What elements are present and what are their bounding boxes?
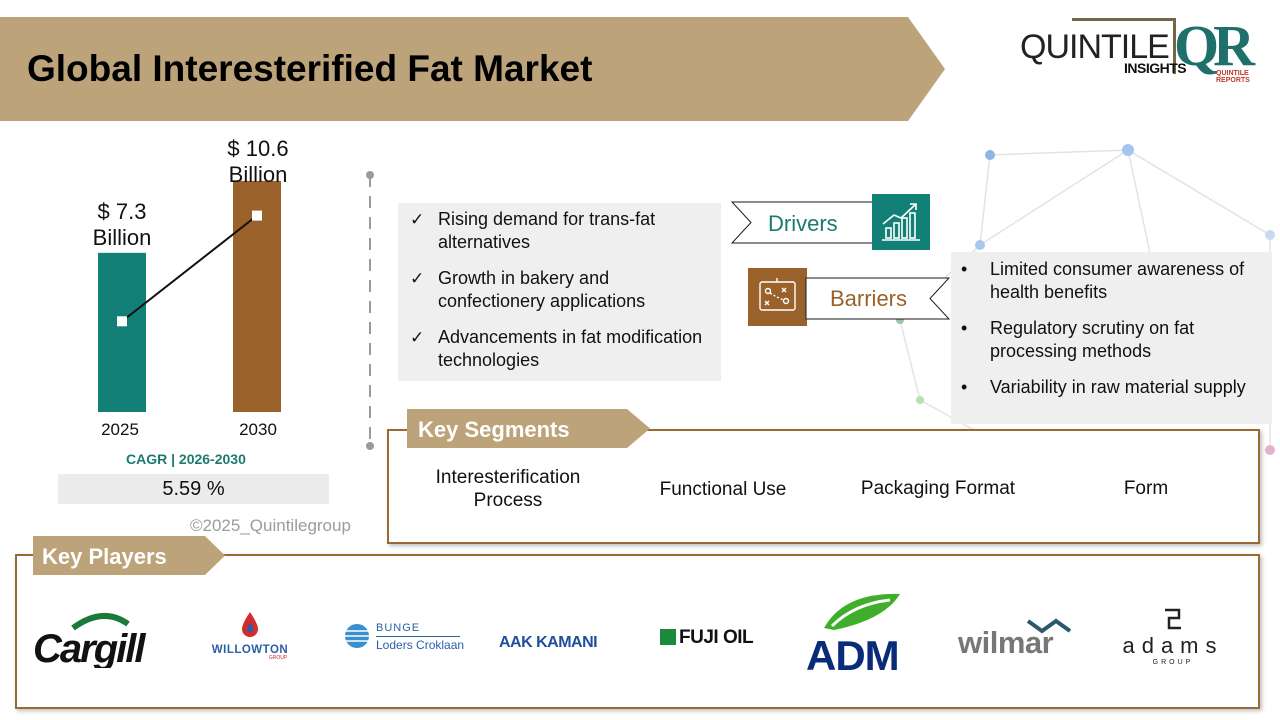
- bullet-icon: •: [961, 318, 968, 338]
- adams-mark-icon: [1165, 608, 1181, 630]
- logo-subtitle: INSIGHTS: [1124, 60, 1187, 76]
- market-size-chart: [98, 180, 281, 412]
- segment-packaging-format: Packaging Format: [860, 478, 1016, 499]
- drop-icon: [242, 612, 258, 637]
- adams-text: adams: [1122, 633, 1224, 658]
- aak-kamani-logo: AAK KAMANI: [499, 634, 598, 651]
- quintile-logo: QUINTILE INSIGHTS QR QUINTILE REPORTS: [1012, 12, 1280, 90]
- adams-sub: GROUP: [1152, 659, 1194, 666]
- bullet-icon: •: [961, 377, 968, 397]
- wilmar-text: wilmar: [958, 625, 1054, 659]
- page-title: Global Interesterified Fat Market: [27, 48, 593, 89]
- willowton-sub: GROUP: [268, 655, 288, 661]
- key-players-title: Key Players: [42, 544, 167, 569]
- bar-value-label-2030: $ 10.6 Billion: [208, 136, 308, 188]
- strategy-board-icon: [748, 268, 807, 326]
- divider-dot-bottom: [366, 442, 374, 450]
- barriers-list-panel: • Limited consumer awareness of health be…: [951, 252, 1272, 424]
- fuji-oil-logo: FUJI OIL: [660, 627, 754, 649]
- cagr-label: CAGR | 2026-2030: [126, 451, 246, 467]
- fuji-oil-text: FUJI OIL: [679, 627, 754, 648]
- barrier-item: • Variability in raw material supply: [959, 376, 1269, 399]
- barrier-item: • Regulatory scrutiny on fat processing m…: [959, 317, 1269, 363]
- key-segments-tab: [407, 409, 650, 448]
- barrier-text: Regulatory scrutiny on fat processing me…: [990, 318, 1195, 361]
- bar-value-unit: Billion: [92, 225, 152, 250]
- adm-logo: ADM: [804, 590, 916, 679]
- growth-trend-line: [121, 214, 258, 323]
- loders-text: Loders Croklaan: [376, 638, 465, 652]
- bar-2025: [98, 252, 146, 412]
- wilmar-logo: wilmar: [957, 615, 1078, 664]
- check-icon: ✓: [410, 328, 425, 347]
- segment-functional-use: Functional Use: [659, 479, 787, 500]
- segment-form: Form: [1123, 478, 1169, 499]
- title-banner: [0, 17, 945, 121]
- key-segments-panel: [387, 429, 1260, 544]
- year-label-2030: 2030: [239, 420, 277, 439]
- logo-word: QUINTILE: [1020, 28, 1170, 66]
- growth-chart-icon: [872, 194, 930, 250]
- drivers-tag-shape: [731, 201, 891, 244]
- key-players-tab: [33, 536, 225, 575]
- cagr-value: 5.59 %: [58, 474, 329, 504]
- adm-text: ADM: [806, 632, 899, 674]
- key-segments-title: Key Segments: [418, 417, 570, 442]
- driver-item: ✓ Rising demand for trans-fat alternative…: [408, 208, 713, 254]
- barriers-label: Barriers: [830, 286, 908, 311]
- logo-qr-mark: QR: [1174, 13, 1255, 78]
- check-icon: ✓: [410, 269, 425, 288]
- driver-item: ✓ Advancements in fat modification techno…: [408, 326, 713, 372]
- barrier-item: • Limited consumer awareness of health be…: [959, 258, 1269, 304]
- bunge-line: [376, 636, 460, 637]
- driver-text: Advancements in fat modification technol…: [438, 327, 703, 370]
- copyright-text: ©2025_Quintilegroup: [190, 516, 351, 535]
- divider-dot-top: [366, 171, 374, 179]
- barriers-tag-shape: [805, 277, 950, 320]
- barriers-list: • Limited consumer awareness of health be…: [959, 258, 1269, 412]
- logo-frame: [1072, 18, 1176, 74]
- bar-value-amount: $ 7.3: [97, 199, 147, 224]
- logo-qr-subtitle: QUINTILE REPORTS: [1216, 70, 1250, 84]
- willowton-logo: WILLOWTON GROUP: [205, 610, 295, 661]
- bunge-globe-icon: [345, 624, 369, 648]
- trend-marker-2030: [252, 210, 262, 221]
- bunge-text: BUNGE: [376, 622, 421, 634]
- adams-logo: adams GROUP: [1110, 606, 1236, 666]
- willowton-text: WILLOWTON: [211, 644, 289, 656]
- section-divider: [369, 175, 371, 447]
- bar-value-label-2025: $ 7.3 Billion: [72, 199, 172, 251]
- barrier-text: Variability in raw material supply: [990, 377, 1246, 397]
- bar-value-amount: $ 10.6: [227, 136, 289, 161]
- driver-text: Rising demand for trans-fat alternatives: [438, 209, 656, 252]
- drivers-label: Drivers: [768, 211, 838, 236]
- key-players-panel: [15, 554, 1260, 709]
- driver-text: Growth in bakery and confectionery appli…: [438, 268, 646, 311]
- trend-marker-2025: [117, 316, 127, 327]
- segment-interesterification-process: Interesterification Process: [435, 467, 581, 511]
- cargill-text: Cargill: [33, 627, 146, 668]
- fuji-oil-mark-icon: [660, 629, 676, 645]
- driver-item: ✓ Growth in bakery and confectionery appl…: [408, 267, 713, 313]
- bullet-icon: •: [961, 259, 968, 279]
- barrier-text: Limited consumer awareness of health ben…: [990, 259, 1245, 302]
- bar-value-unit: Billion: [228, 162, 288, 187]
- drivers-list-panel: ✓ Rising demand for trans-fat alternative…: [398, 203, 721, 381]
- check-icon: ✓: [410, 210, 425, 229]
- cargill-logo: Cargill: [33, 606, 158, 673]
- year-label-2025: 2025: [101, 420, 139, 439]
- drivers-list: ✓ Rising demand for trans-fat alternative…: [408, 208, 713, 385]
